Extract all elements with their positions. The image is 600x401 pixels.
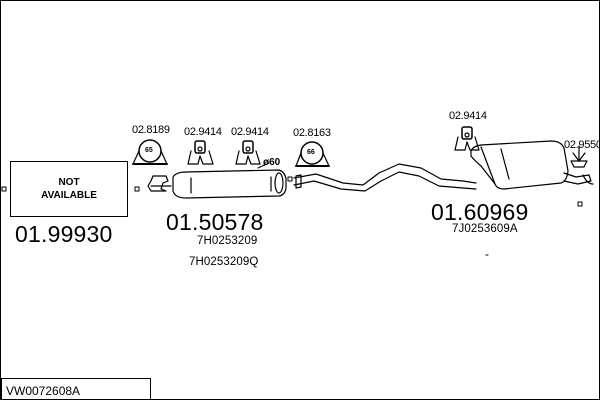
connection-marker-rear bbox=[577, 201, 583, 207]
connection-marker-mid bbox=[287, 176, 293, 182]
middle-silencer-ref-1: 7H0253209 bbox=[197, 235, 258, 247]
not-available-line-1: NOT bbox=[58, 177, 80, 188]
pipe-diameter-label: ø60 bbox=[263, 157, 281, 168]
rear-silencer-ref-1: 7J0253609A bbox=[452, 223, 518, 235]
hanger-1-part-number: 02.9414 bbox=[184, 126, 222, 138]
connecting-pipe-drawing bbox=[293, 163, 477, 192]
clamp-left-size: 65 bbox=[145, 147, 153, 154]
tailpipe-trim-part-number: 02.9550 bbox=[564, 139, 600, 151]
rear-silencer-part-number: 01.60969 bbox=[431, 199, 529, 225]
hanger-1-drawing bbox=[187, 140, 214, 165]
hanger-rear-drawing bbox=[454, 126, 480, 151]
hanger-2-part-number: 02.9414 bbox=[231, 126, 269, 138]
clamp-left-part-number: 02.8189 bbox=[132, 124, 170, 136]
front-pipe-part-number: 01.99930 bbox=[15, 221, 113, 247]
clamp-right-size: 66 bbox=[307, 149, 315, 156]
rear-silencer-drawing bbox=[470, 140, 594, 190]
not-available-box: NOT AVAILABLE bbox=[10, 161, 128, 217]
not-available-line-2: AVAILABLE bbox=[41, 190, 97, 201]
connection-marker-front-pipe bbox=[134, 186, 140, 192]
model-code-box: VW0072608A bbox=[1, 378, 151, 400]
middle-silencer-drawing bbox=[147, 169, 287, 199]
model-code: VW0072608A bbox=[6, 384, 81, 398]
clamp-right-drawing bbox=[295, 141, 330, 167]
middle-silencer-part-number: 01.50578 bbox=[166, 209, 264, 235]
clamp-left-drawing bbox=[132, 139, 168, 165]
tailpipe-trim-drawing bbox=[570, 145, 588, 168]
hanger-2-drawing bbox=[235, 140, 261, 165]
clamp-right-part-number: 02.8163 bbox=[293, 127, 331, 139]
middle-silencer-ref-2: 7H0253209Q bbox=[189, 256, 259, 268]
hanger-rear-part-number: 02.9414 bbox=[449, 110, 487, 122]
connection-marker-left bbox=[1, 186, 7, 192]
